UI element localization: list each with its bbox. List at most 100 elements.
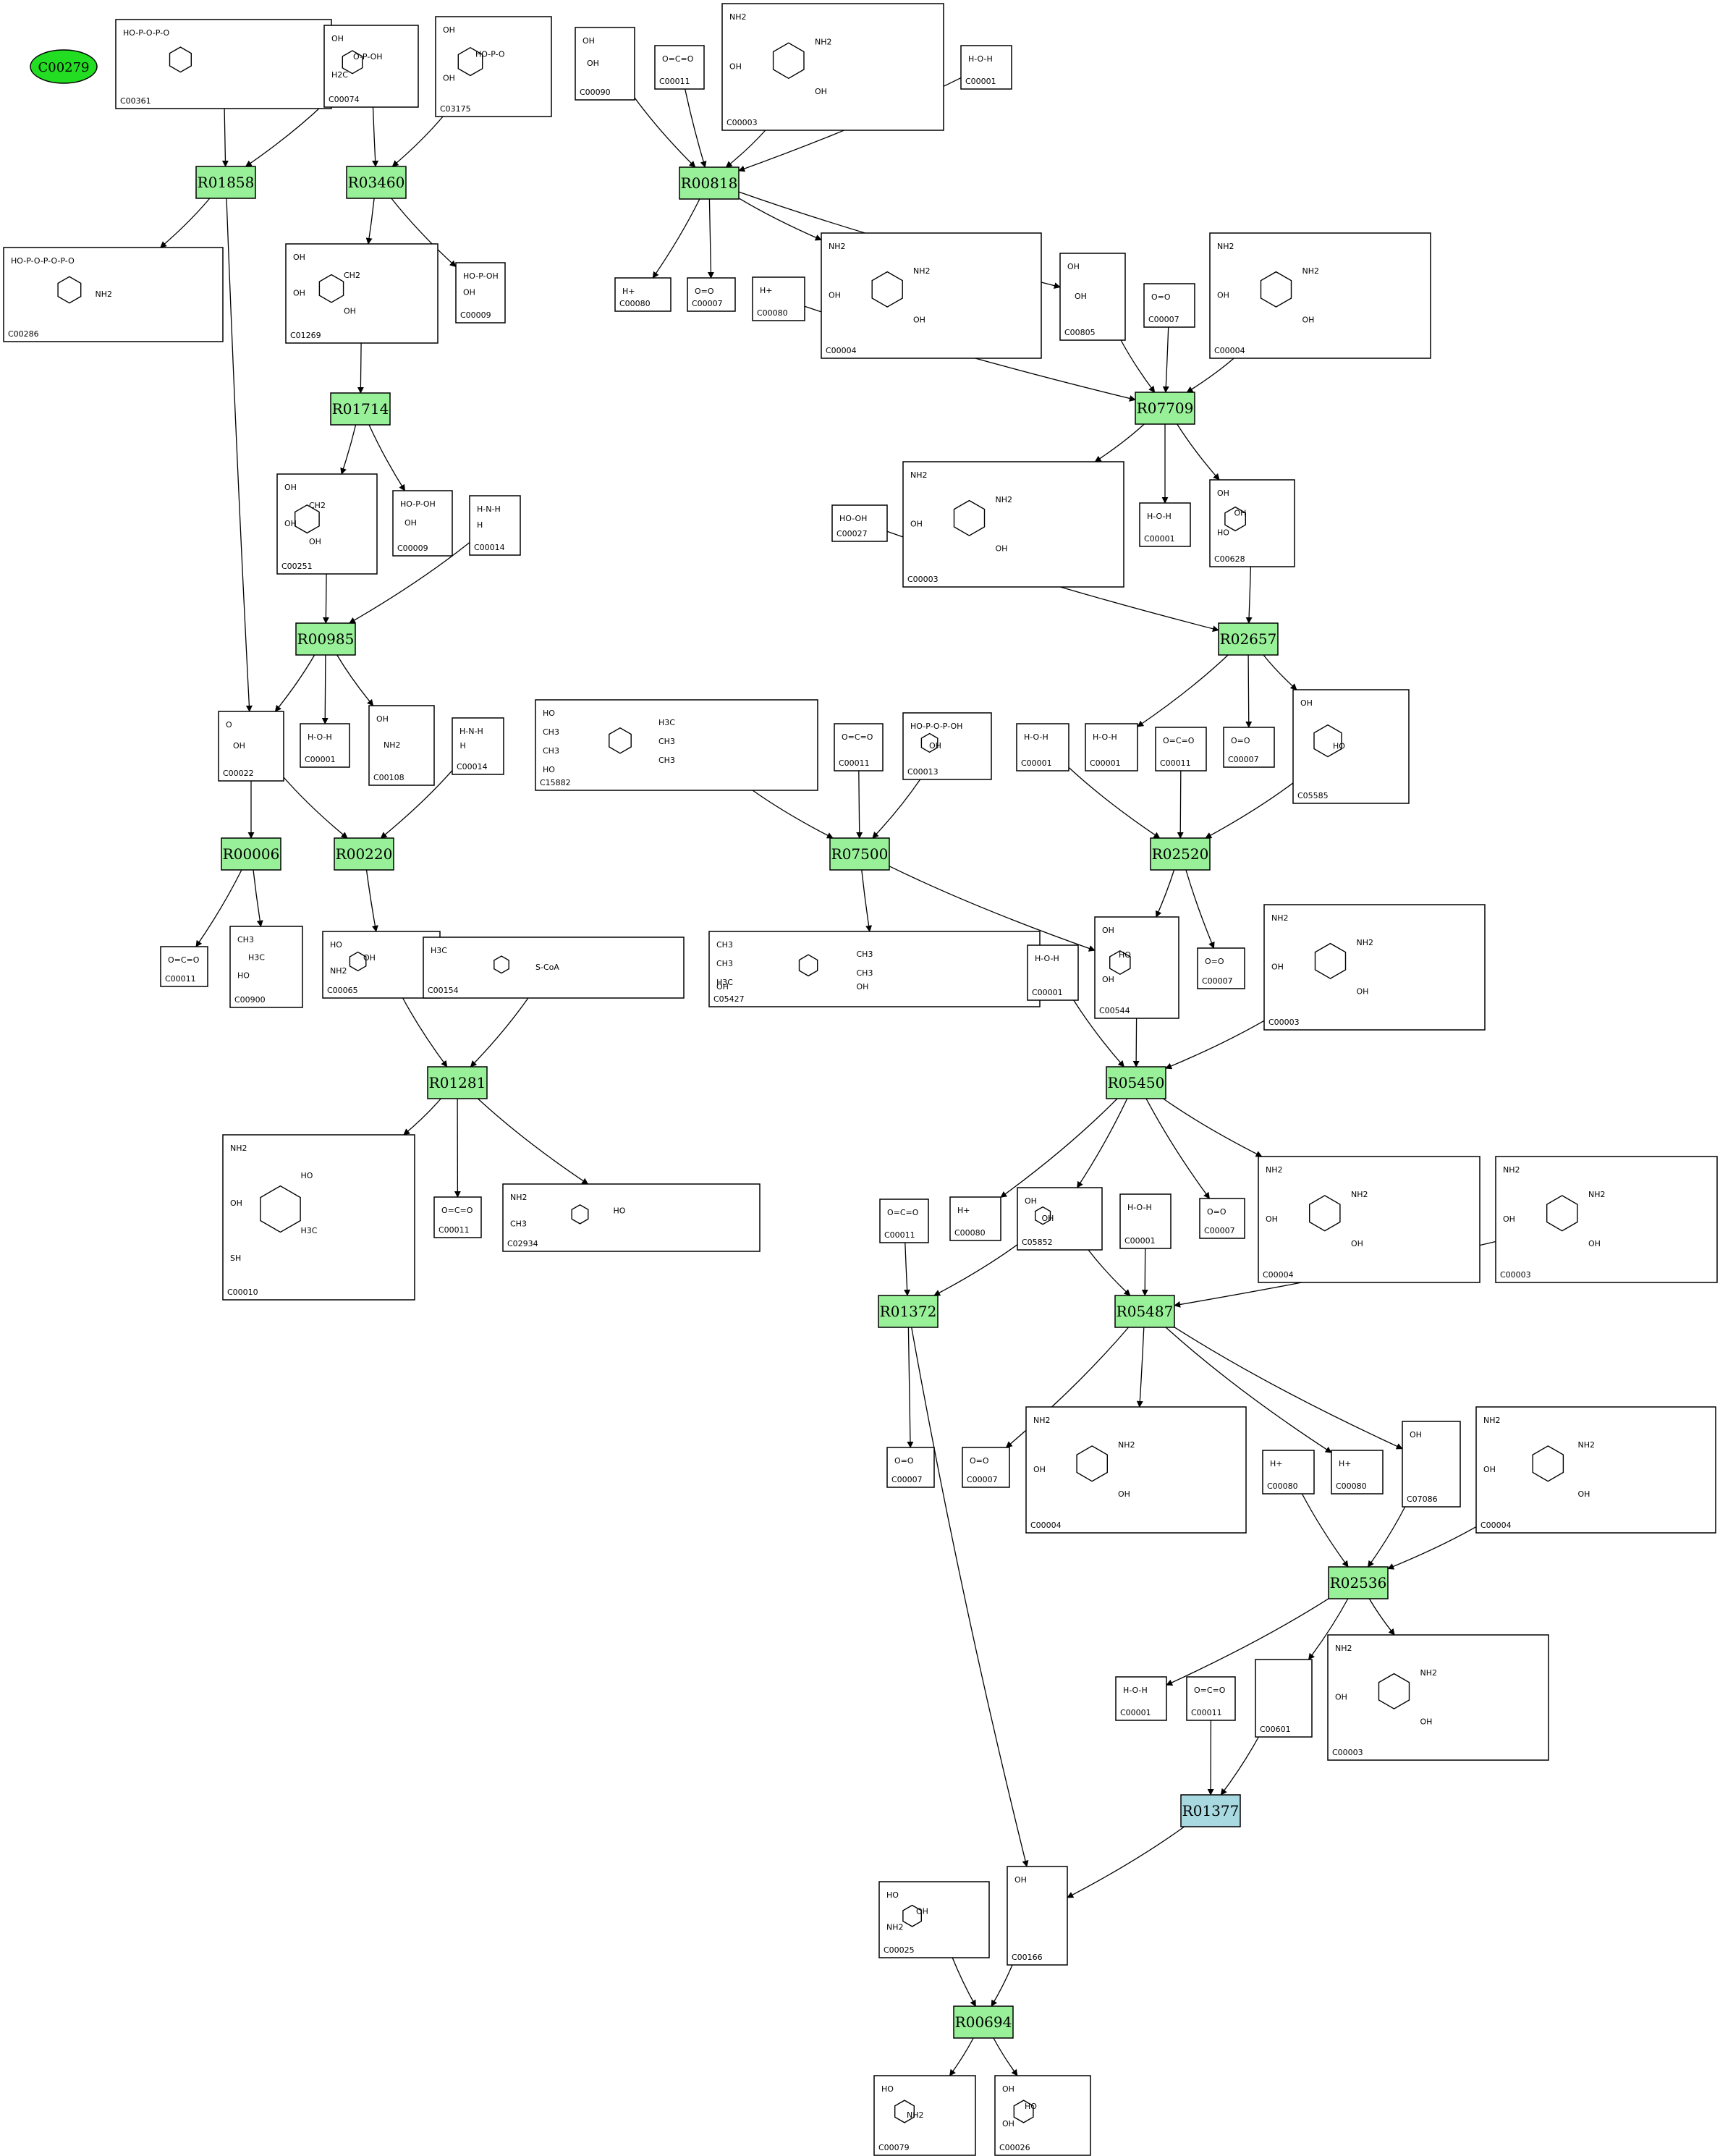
structure-atom-label: O=C=O: [441, 1206, 473, 1215]
structure-atom-label: OH: [309, 537, 321, 546]
reaction-node-r01714[interactable]: R01714: [330, 392, 391, 426]
compound-id: C00154: [428, 986, 459, 995]
reaction-node-r00818[interactable]: R00818: [679, 166, 740, 200]
reaction-box: [953, 2005, 1014, 2039]
reaction-node-r01281[interactable]: R01281: [427, 1066, 488, 1099]
reaction-node-r01377[interactable]: R01377: [1180, 1794, 1241, 1827]
compound-node-c00080d[interactable]: H+C00080: [1262, 1450, 1315, 1495]
compound-node-c00080c[interactable]: H+C00080: [949, 1196, 1001, 1241]
structure-atom-label: HO: [1119, 950, 1131, 960]
reaction-node-r02520[interactable]: R02520: [1150, 837, 1211, 871]
reaction-node-r00006[interactable]: R00006: [221, 837, 281, 871]
reaction-node-r00220[interactable]: R00220: [334, 837, 394, 871]
reaction-box: [295, 622, 356, 656]
edge-R02536-to-c00601: [1308, 1598, 1349, 1660]
compound-node-c00080b[interactable]: H+C00080: [752, 276, 805, 321]
reaction-node-r03460[interactable]: R03460: [346, 166, 407, 199]
compound-node-c00080e[interactable]: H+C00080: [1331, 1450, 1384, 1495]
reaction-node-r00694[interactable]: R00694: [953, 2005, 1014, 2039]
reaction-node-r02536[interactable]: R02536: [1328, 1566, 1389, 1599]
compound-box: [455, 262, 506, 324]
structure-atom-label: NH2: [829, 242, 846, 251]
reaction-node-r05487[interactable]: R05487: [1114, 1295, 1175, 1328]
compound-node-c00080a[interactable]: H+C00080: [614, 277, 672, 312]
reaction-node-r07709[interactable]: R07709: [1135, 392, 1195, 425]
compound-node-c00601[interactable]: C00601: [1255, 1659, 1313, 1738]
reaction-node-r01372[interactable]: R01372: [878, 1295, 939, 1328]
structure-atom-label: OH: [815, 87, 827, 96]
query-compound[interactable]: C00279: [30, 49, 98, 84]
reaction-node-r07500[interactable]: R07500: [829, 837, 890, 871]
reaction-node-r02657[interactable]: R02657: [1218, 622, 1279, 656]
reaction-node-r00985[interactable]: R00985: [295, 622, 356, 656]
reaction-node-r01858[interactable]: R01858: [195, 166, 256, 199]
reaction-node-r05450[interactable]: R05450: [1106, 1066, 1166, 1099]
compound-box: [1016, 723, 1069, 771]
